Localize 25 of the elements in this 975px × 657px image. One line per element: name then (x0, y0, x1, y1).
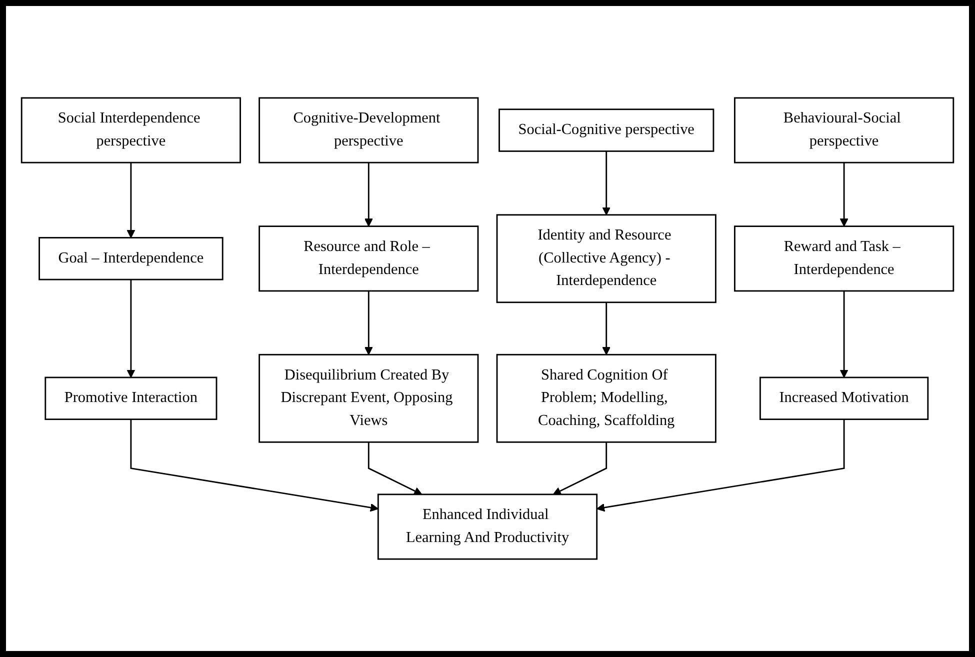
arrow (840, 162, 848, 227)
arrow (130, 419, 379, 512)
node-box: Resource and Role – Interdependence (258, 226, 479, 292)
arrow (602, 302, 611, 356)
arrow (602, 151, 611, 216)
arrow (368, 442, 422, 495)
node-box: Reward and Task – Interdependence (734, 226, 954, 292)
node-box: Goal – Interdependence (38, 236, 224, 280)
node-box: Identity and Resource (Collective Agency) - Interdependence (496, 214, 716, 304)
node-box: Promotive Interaction (44, 376, 218, 420)
arrow (126, 162, 136, 238)
node-box: Cognitive-Development perspective (258, 97, 479, 164)
node-box: Social Interdependence perspective (20, 97, 241, 164)
arrow (126, 280, 136, 378)
arrow (364, 162, 373, 227)
arrow (364, 290, 373, 356)
node-box: Shared Cognition Of Problem; Modelling, Coaching, Scaffolding (496, 354, 716, 443)
arrow (552, 442, 608, 495)
node-box: Social-Cognitive perspective (498, 108, 714, 152)
arrow (840, 290, 848, 378)
node-box: Disequilibrium Created By Discrepant Event, Opposing Views (258, 354, 479, 443)
node-box: Behavioural-Social perspective (734, 97, 954, 164)
arrow (596, 419, 845, 512)
node-box: Increased Motivation (759, 376, 929, 420)
node-box: Enhanced Individual Learning And Productivity (377, 494, 598, 560)
